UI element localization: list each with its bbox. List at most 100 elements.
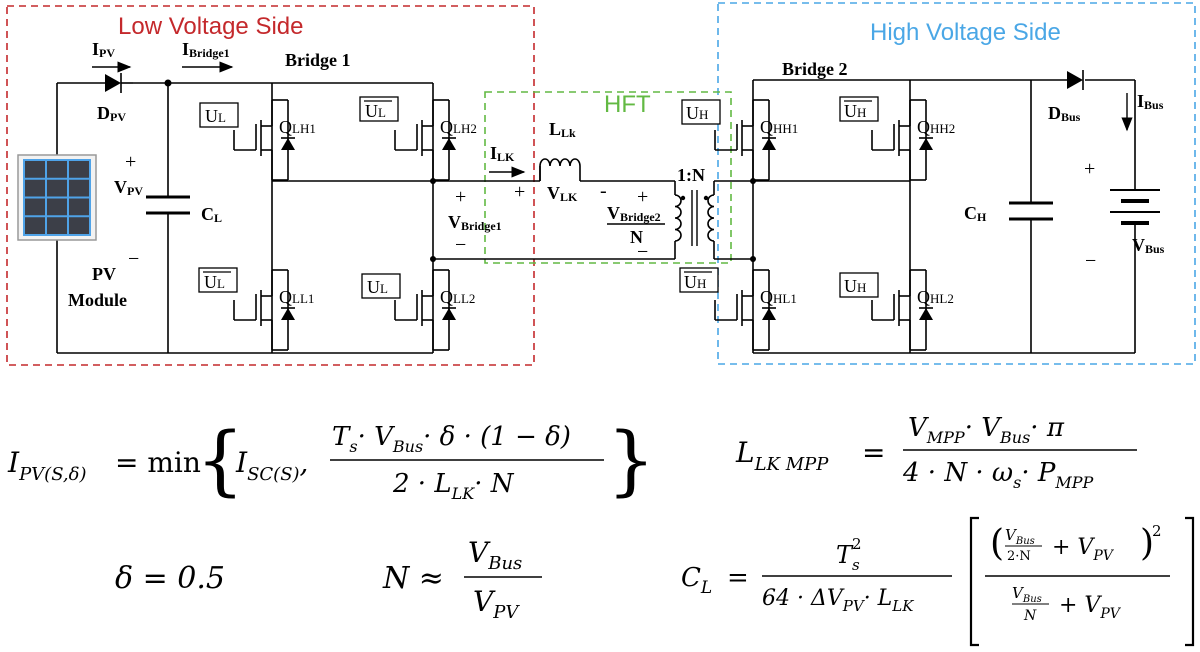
mosfet-qhl2 — [871, 269, 934, 351]
gate-uhbar-hh2: UH — [839, 96, 879, 122]
hft-region — [484, 91, 732, 264]
qhl2-label: QHL2 — [917, 287, 954, 307]
svg-text:N: N — [1023, 608, 1037, 624]
svg-text:UH: UH — [686, 103, 708, 123]
over-n-label: N — [630, 227, 643, 247]
vbridge1-minus: − — [455, 234, 466, 256]
gate-uhbar-hl1: UH — [679, 267, 719, 293]
gate-ul-ll2: UL — [361, 273, 401, 299]
vlk-plus: + — [514, 181, 525, 203]
qlh1-label: QLH1 — [279, 117, 316, 137]
qll2-label: QLL2 — [440, 287, 475, 307]
vpv-plus: + — [125, 151, 136, 173]
llk-label: LLk — [549, 119, 576, 140]
brace-right: } — [607, 415, 655, 504]
svg-text:UL: UL — [204, 272, 225, 292]
bus-battery — [1110, 189, 1160, 232]
svg-text:VMPP· VBus· π: VMPP· VBus· π — [908, 413, 1065, 447]
svg-text:VPV: VPV — [473, 585, 520, 623]
svg-text:T: T — [836, 541, 854, 569]
svg-text:UH: UH — [844, 101, 866, 121]
vbridge2-minus: − — [637, 241, 648, 263]
high-side-wires — [714, 79, 1136, 354]
brace-left: { — [196, 415, 244, 504]
pv-module-label-2: Module — [68, 290, 127, 310]
qll1-label: QLL1 — [279, 287, 314, 307]
svg-text:VBus: VBus — [1012, 584, 1042, 605]
qhl1-label: QHL1 — [760, 287, 797, 307]
mosfet-qhh2 — [871, 99, 934, 181]
equation-ipv: IPV(S,δ) = min { ISC(S), Ts· VBus· δ · (… — [7, 415, 655, 504]
ibridge1-label: IBridge1 — [182, 39, 230, 60]
vbridge2-plus: + — [637, 186, 648, 208]
dpv-label: DPV — [97, 103, 126, 124]
svg-text:s: s — [852, 556, 860, 574]
gate-ul-lh1: UL — [199, 102, 239, 128]
svg-text:+ VPV: + VPV — [1059, 593, 1122, 622]
qhh2-label: QHH2 — [917, 117, 955, 137]
qhh1-label: QHH1 — [760, 117, 798, 137]
ilk-label: ILK — [490, 143, 515, 164]
svg-text:=: = — [727, 563, 749, 593]
svg-text:(: ( — [990, 523, 1004, 564]
equation-n: N ≈ VBus VPV — [382, 536, 542, 623]
svg-text:VBus: VBus — [1005, 526, 1035, 547]
pv-module-label-1: PV — [92, 264, 116, 284]
svg-text:4 · N · ωs· PMPP: 4 · N · ωs· PMPP — [902, 458, 1093, 492]
vpv-label: VPV — [114, 177, 143, 198]
bus-diode — [1067, 70, 1084, 90]
vlk-label: VLK — [547, 183, 578, 204]
high-voltage-label: High Voltage Side — [870, 19, 1061, 46]
vbus-minus: − — [1085, 250, 1096, 272]
bridge2-label: Bridge 2 — [782, 59, 848, 79]
equation-delta: δ = 0.5 — [115, 561, 225, 596]
equation-cl: CL = T 2 s 64 · ΔVPV· LLK ( VBus 2·N + V… — [681, 516, 1195, 647]
svg-text:UL: UL — [365, 101, 386, 121]
pv-diode — [105, 73, 133, 93]
high-voltage-region — [717, 2, 1196, 365]
svg-text:= min: = min — [115, 446, 201, 479]
svg-text:64 · ΔVPV· LLK: 64 · ΔVPV· LLK — [762, 586, 914, 615]
vbridge2-label: VBridge2 — [607, 203, 661, 224]
svg-text:CL: CL — [681, 563, 712, 598]
mosfet-qhl1 — [714, 269, 777, 351]
gate-ulbar-lh2: UL — [359, 96, 399, 122]
gate-uh-hh1: UH — [681, 99, 721, 125]
gate-ulbar-ll1: UL — [198, 267, 238, 293]
svg-text:LLK MPP: LLK MPP — [735, 436, 829, 475]
cl-capacitor — [146, 195, 190, 215]
vlk-dash: - — [600, 180, 607, 202]
svg-text:2: 2 — [1152, 522, 1162, 540]
llk-inductor — [539, 158, 581, 181]
svg-text:ISC(S),: ISC(S), — [235, 446, 308, 485]
ratio-label: 1:N — [677, 165, 705, 185]
svg-text:UH: UH — [684, 272, 706, 292]
cl-label: CL — [201, 204, 222, 225]
pv-panel-icon — [17, 154, 97, 241]
mosfet-qlh1 — [233, 99, 296, 181]
vpv-minus: − — [128, 248, 139, 270]
mosfet-qlh2 — [394, 99, 457, 181]
hft-label: HFT — [604, 91, 651, 118]
mosfet-qll1 — [233, 269, 296, 351]
ibus-label: IBus — [1137, 91, 1164, 112]
svg-text:Ts· VBus· δ · (1 − δ): Ts· VBus· δ · (1 − δ) — [332, 422, 571, 456]
svg-text:VBus: VBus — [468, 536, 522, 574]
vbridge1-label: VBridge1 — [448, 212, 502, 233]
vbus-label: VBus — [1132, 235, 1165, 256]
gate-uh-hl2: UH — [839, 272, 879, 298]
svg-text:): ) — [1140, 523, 1154, 564]
svg-text:+ VPV: + VPV — [1052, 535, 1115, 564]
svg-text:UL: UL — [367, 277, 388, 297]
transformer — [674, 181, 715, 259]
svg-text:UL: UL — [205, 106, 226, 126]
dbus-label: DBus — [1048, 103, 1081, 124]
equation-llk: LLK MPP = VMPP· VBus· π 4 · N · ωs· PMPP — [735, 413, 1137, 492]
bridge1-label: Bridge 1 — [285, 50, 351, 70]
vbus-plus: + — [1084, 158, 1095, 180]
svg-text:2·N: 2·N — [1007, 549, 1031, 564]
svg-text:UH: UH — [844, 276, 866, 296]
vbridge1-plus: + — [455, 186, 466, 208]
qlh2-label: QLH2 — [440, 117, 477, 137]
